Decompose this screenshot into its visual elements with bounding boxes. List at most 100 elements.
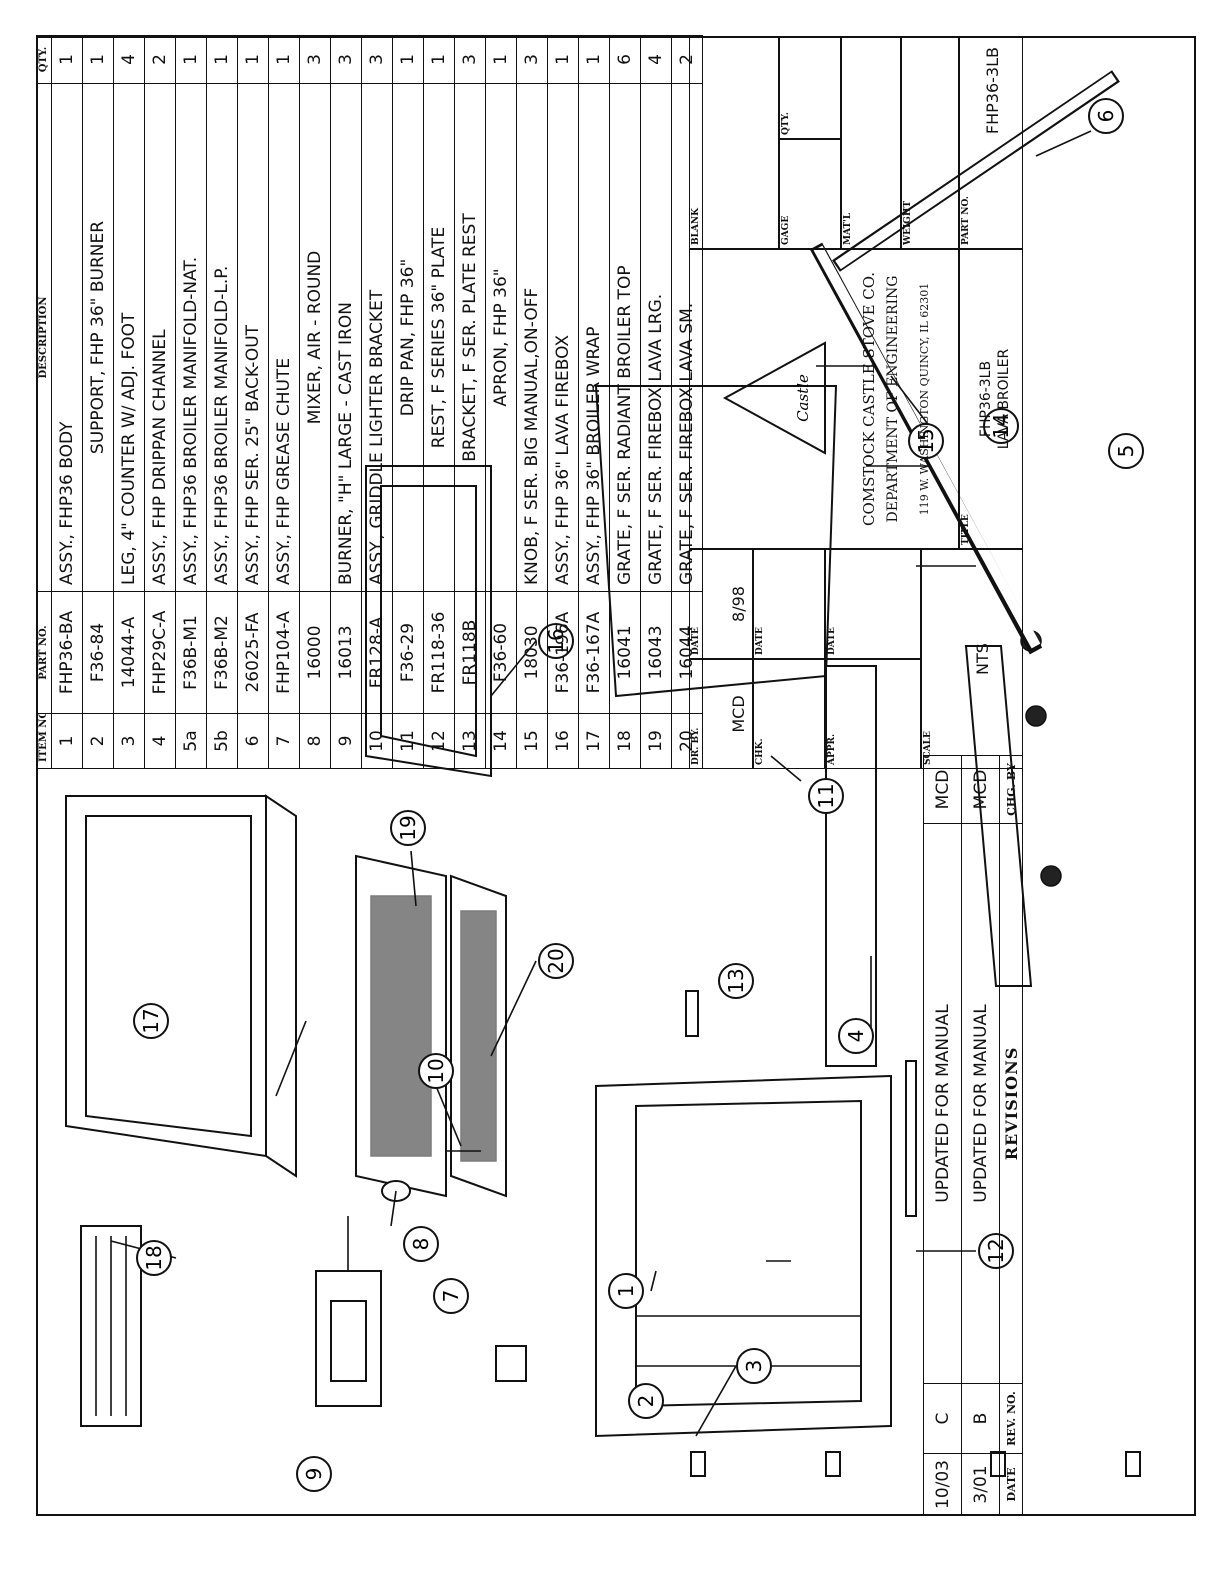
parts-cell-item-no: 5b [206, 713, 238, 769]
scale-label: SCALE [923, 731, 933, 765]
header-item-no: ITEM NO. [36, 713, 52, 769]
appr-date-label: DATE [827, 627, 837, 655]
parts-cell-part-no: FHP36-BA [51, 591, 83, 714]
revision-row: 3/01 B UPDATED FOR MANUAL MCD [961, 755, 1000, 1516]
dr-by-value: MCD [729, 695, 748, 733]
parts-cell-item-no: 9 [330, 713, 362, 769]
blank-label: BLANK [691, 208, 701, 245]
revision-date: 10/03 [923, 1453, 962, 1516]
parts-cell-qty: 3 [330, 35, 362, 84]
callout-9: 9 [296, 1456, 332, 1492]
parts-cell-part-no: FR128-A [361, 591, 393, 714]
parts-cell-qty: 1 [578, 35, 610, 84]
parts-cell-qty: 1 [175, 35, 207, 84]
chk-label: CHK. [755, 738, 765, 765]
parts-cell-item-no: 11 [392, 713, 424, 769]
callout-15: 15 [908, 423, 944, 459]
parts-cell-part-no: F36-29 [392, 591, 424, 714]
parts-cell-part-no: F36B-M1 [175, 591, 207, 714]
title-label: TITLE [961, 514, 971, 545]
callout-14-label: 14 [989, 413, 1013, 438]
rotated-drawing: 17 18 19 20 16 9 8 10 7 2 1 3 4 11 12 13… [36, 35, 1196, 1516]
dr-by-label: DR. BY. [691, 727, 701, 765]
parts-cell-item-no: 13 [454, 713, 486, 769]
title-line-2: LAVA BROILER [996, 348, 1012, 450]
chk-date-label: DATE [755, 627, 765, 655]
scale-cell: SCALE NTS [921, 549, 1023, 769]
date-cell: DATE 8/98 [689, 549, 753, 659]
callout-3-label: 3 [742, 1360, 766, 1373]
parts-cell-item-no: 5a [175, 713, 207, 769]
parts-cell-qty: 1 [392, 35, 424, 84]
header-part-no: PART NO. [36, 591, 52, 714]
callout-11: 11 [808, 778, 844, 814]
callout-8-label: 8 [409, 1238, 433, 1251]
fryer-body [595, 1074, 892, 1438]
title-cell: TITLE FHP36-3LB LAVA BROILER [959, 249, 1023, 549]
callout-14: 14 [983, 408, 1019, 444]
parts-cell-description: MIXER, AIR - ROUND [299, 83, 331, 592]
gage-cell: GAGE [779, 139, 841, 249]
callout-17: 17 [133, 1003, 169, 1039]
title-line-1: FHP36-3LB [978, 360, 994, 438]
department: DEPARTMENT OF ENGINEERING [885, 275, 901, 523]
parts-cell-part-no: 16013 [330, 591, 362, 714]
parts-cell-part-no: F36B-M2 [206, 591, 238, 714]
appr-date-cell: DATE [825, 549, 921, 659]
callout-3: 3 [736, 1348, 772, 1384]
header-qty: QTY. [36, 35, 52, 84]
callout-1: 1 [608, 1273, 644, 1309]
callout-12: 12 [978, 1233, 1014, 1269]
parts-cell-qty: 1 [268, 35, 300, 84]
parts-cell-qty: 3 [361, 35, 393, 84]
callout-5: 5 [1108, 433, 1144, 469]
drawing-sheet: 17 18 19 20 16 9 8 10 7 2 1 3 4 11 12 13… [36, 35, 1196, 1516]
parts-cell-item-no: 16 [547, 713, 579, 769]
parts-cell-qty: 1 [82, 35, 114, 84]
revision-header-date: DATE [999, 1453, 1023, 1516]
radiant-broiler-top [80, 1225, 142, 1427]
callout-13: 13 [718, 963, 754, 999]
castle-logo-icon: Castle [722, 341, 826, 455]
parts-cell-part-no: 16041 [609, 591, 641, 714]
callout-4: 4 [838, 1018, 874, 1054]
blank-cell: BLANK [689, 36, 779, 249]
revision-header-rev: REV. NO. [999, 1383, 1023, 1454]
parts-cell-item-no: 6 [237, 713, 269, 769]
parts-cell-description: ASSY., FHP36 BODY [51, 83, 83, 592]
title-block: DR. BY. MCD DATE 8/98 CHK. DATE APPR. DA… [689, 36, 1023, 769]
callout-17-label: 17 [139, 1008, 163, 1033]
callout-18: 18 [136, 1240, 172, 1276]
gage-label: GAGE [781, 215, 791, 245]
callout-10: 10 [418, 1053, 454, 1089]
callout-7: 7 [433, 1278, 469, 1314]
callout-6-label: 6 [1094, 110, 1118, 123]
date-label: DATE [691, 627, 701, 655]
callout-19: 19 [390, 810, 426, 846]
callout-5-label: 5 [1114, 445, 1138, 458]
address: 119 W. WASHINGTON QUINCY, IL 62301 [918, 282, 931, 516]
leader-lines [110, 130, 1092, 1437]
parts-cell-description: ASSY., FHP 36" BROILER WRAP [578, 83, 610, 592]
parts-cell-description: ASSY., FHP GREASE CHUTE [268, 83, 300, 592]
parts-cell-description: APRON, FHP 36" [485, 83, 517, 592]
parts-cell-item-no: 8 [299, 713, 331, 769]
parts-cell-qty: 1 [423, 35, 455, 84]
parts-cell-item-no: 3 [113, 713, 145, 769]
parts-cell-part-no: FR118-36 [423, 591, 455, 714]
revision-row: 10/03 C UPDATED FOR MANUAL MCD [923, 755, 962, 1516]
parts-cell-description: ASSY., FHP DRIPPAN CHANNEL [144, 83, 176, 592]
revision-desc: UPDATED FOR MANUAL [923, 823, 962, 1384]
chk-cell: CHK. [753, 659, 825, 769]
parts-cell-part-no: 16043 [640, 591, 672, 714]
parts-cell-part-no: F36-196A [547, 591, 579, 714]
